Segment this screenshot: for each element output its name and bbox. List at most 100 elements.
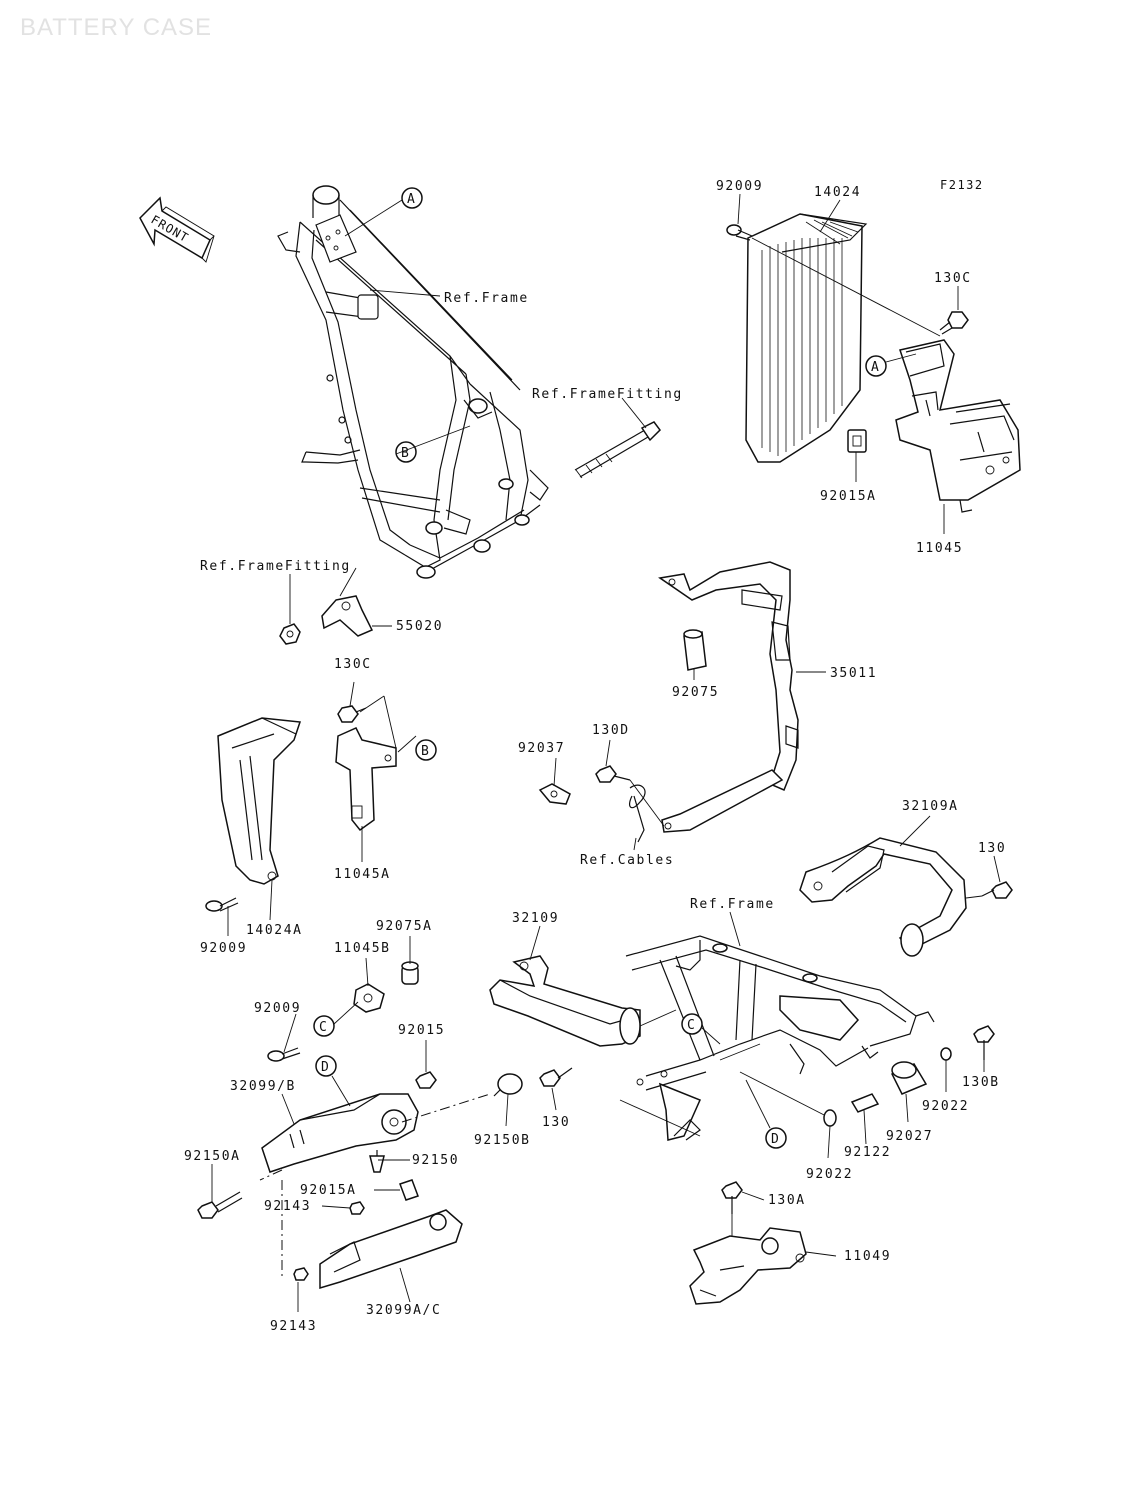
label-14024: 14024 xyxy=(814,185,861,200)
label-ref-cables: Ref.Cables xyxy=(580,853,674,868)
callout-d-left: D xyxy=(321,1060,330,1075)
callout-a-top: A xyxy=(407,192,416,207)
label-130-mid: 130 xyxy=(542,1115,570,1130)
front-direction-arrow: FRONT xyxy=(139,196,215,263)
radiator-guard-14024A xyxy=(217,717,302,885)
part-labels: 92009 14024 130C 92015A 11045 Ref.Frame … xyxy=(184,179,1006,1334)
nut-92015 xyxy=(415,1071,437,1089)
bolt-92150A xyxy=(197,1191,243,1219)
subframe xyxy=(625,935,935,1141)
label-92075A: 92075A xyxy=(376,919,433,934)
cable-guide xyxy=(628,784,646,843)
cover-32099AC xyxy=(281,1180,463,1290)
label-92015A-top: 92015A xyxy=(820,489,877,504)
label-130C-top: 130C xyxy=(934,271,972,286)
label-130A: 130A xyxy=(768,1193,806,1208)
clip-92015A-low xyxy=(399,1179,419,1201)
bolt-130B xyxy=(973,1025,995,1060)
label-92143-top: 92143 xyxy=(264,1199,311,1214)
label-130C-mid: 130C xyxy=(334,657,372,672)
label-130-right: 130 xyxy=(978,841,1006,856)
bolt-92009-top xyxy=(726,224,941,337)
washer-92022-low xyxy=(823,1109,837,1127)
frame-fitting-long-bolt xyxy=(574,421,661,479)
callout-b-mid: B xyxy=(421,744,430,759)
bracket-11045B xyxy=(353,983,385,1013)
label-92150: 92150 xyxy=(412,1153,459,1168)
label-92015A-low: 92015A xyxy=(300,1183,357,1198)
collar-92122 xyxy=(850,1093,880,1113)
nut-92143-top xyxy=(349,1201,365,1215)
label-35011: 35011 xyxy=(830,666,877,681)
bolt-92009-mid xyxy=(205,897,239,912)
label-92037: 92037 xyxy=(518,741,565,756)
label-130D: 130D xyxy=(592,723,630,738)
page-watermark: BATTERY CASE xyxy=(20,14,213,41)
label-92150B: 92150B xyxy=(474,1133,531,1148)
bolt-130D xyxy=(595,765,665,827)
label-92015: 92015 xyxy=(398,1023,445,1038)
label-11045A: 11045A xyxy=(334,867,391,882)
label-92143-low: 92143 xyxy=(270,1319,317,1334)
diagram-code: F2132 xyxy=(940,178,984,192)
washer-92022-right xyxy=(940,1047,952,1061)
label-92009-low: 92009 xyxy=(254,1001,301,1016)
label-11045: 11045 xyxy=(916,541,963,556)
guard-55020 xyxy=(321,595,374,637)
bolt-130-mid xyxy=(539,1067,573,1087)
label-92009-top: 92009 xyxy=(716,179,763,194)
radiator-shroud-14024 xyxy=(745,213,868,463)
label-55020: 55020 xyxy=(396,619,443,634)
bolt-130A xyxy=(721,1181,743,1236)
bushing-92027 xyxy=(890,1061,928,1095)
clip-92015A-top xyxy=(847,429,867,453)
label-32109: 32109 xyxy=(512,911,559,926)
label-130B: 130B xyxy=(962,1075,1000,1090)
collar-92075 xyxy=(683,629,707,671)
bracket-35011 xyxy=(658,561,799,833)
label-ref-frame-bottom: Ref.Frame xyxy=(690,897,775,912)
bolt-130C-top xyxy=(939,311,969,335)
callout-b-top: B xyxy=(401,446,410,461)
label-ref-framefitting-right: Ref.FrameFitting xyxy=(532,387,683,402)
leader-lines xyxy=(211,193,1001,1312)
bolt-92150 xyxy=(369,1150,385,1173)
label-92009-mid: 92009 xyxy=(200,941,247,956)
label-ref-frame-top: Ref.Frame xyxy=(444,291,529,306)
bolt-92009-low xyxy=(267,1047,301,1062)
label-32109A: 32109A xyxy=(902,799,959,814)
label-14024A: 14024A xyxy=(246,923,303,938)
label-92075: 92075 xyxy=(672,685,719,700)
label-11045B: 11045B xyxy=(334,941,391,956)
label-92122: 92122 xyxy=(844,1145,891,1160)
bolt-92150B xyxy=(493,1073,523,1097)
label-11049: 11049 xyxy=(844,1249,891,1264)
callout-c-left: C xyxy=(319,1020,328,1035)
label-92022-low: 92022 xyxy=(806,1167,853,1182)
clamp-92037 xyxy=(538,783,571,805)
bracket-11049 xyxy=(689,1227,807,1305)
label-32099AC: 32099A/C xyxy=(366,1303,441,1318)
label-ref-framefitting-left: Ref.FrameFitting xyxy=(200,559,351,574)
guard-32109A xyxy=(799,837,967,957)
callout-a-right: A xyxy=(871,360,880,375)
bracket-11045A xyxy=(335,695,397,832)
label-32099B: 32099/B xyxy=(230,1079,296,1094)
collar-92075A xyxy=(401,961,419,985)
nut-frame-fitting xyxy=(279,623,301,645)
battery-case-11045 xyxy=(895,339,1021,513)
label-92027: 92027 xyxy=(886,1129,933,1144)
callout-d-right: D xyxy=(771,1132,780,1147)
callout-c-right: C xyxy=(687,1018,696,1033)
main-frame xyxy=(277,185,549,579)
bolt-130-right xyxy=(965,881,1013,899)
nut-92143-low xyxy=(293,1267,309,1281)
guard-32109 xyxy=(489,955,677,1047)
callout-circles: A B A B C D C D xyxy=(313,187,887,1149)
label-92150A: 92150A xyxy=(184,1149,241,1164)
bolt-130C-mid xyxy=(337,695,385,723)
cover-32099B xyxy=(259,1093,491,1181)
label-92022-right: 92022 xyxy=(922,1099,969,1114)
